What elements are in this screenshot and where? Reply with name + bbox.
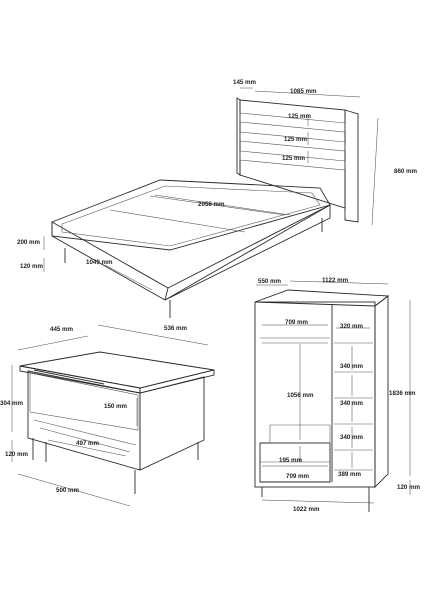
- bed-headboard-width-label: 1085 mm: [290, 88, 317, 95]
- bed-slat-gap-1-label: 125 mm: [288, 113, 312, 120]
- nightstand-base-width-label: 500 mm: [56, 487, 80, 494]
- wardrobe-total-height-label: 1836 mm: [389, 390, 416, 397]
- bed-slat-gap-2-label: 125 mm: [284, 136, 308, 143]
- wardrobe-depth-label: 550 mm: [258, 278, 282, 285]
- nightstand-width-label: 536 mm: [164, 325, 188, 332]
- bed-length-label: 2056 mm: [198, 201, 225, 208]
- wardrobe-shelf-width-label: 320 mm: [340, 323, 364, 330]
- nightstand-drawer-height-label: 150 mm: [104, 403, 128, 410]
- nightstand-drawing: [19, 351, 215, 494]
- bed-drawing: [51, 97, 359, 318]
- wardrobe-base-width-label: 1022 mm: [293, 506, 320, 513]
- wardrobe-shelf-gap-1-label: 340 mm: [340, 363, 364, 370]
- nightstand-depth-label: 445 mm: [50, 326, 74, 333]
- wardrobe-drawing: [254, 289, 390, 512]
- nightstand-shelf-width-label: 497 mm: [76, 440, 100, 447]
- wardrobe-shelf-gap-3-label: 340 mm: [340, 434, 364, 441]
- wardrobe-bottom-shelf-gap-label: 389 mm: [338, 471, 362, 478]
- bed-headboard-depth-label: 145 mm: [233, 79, 257, 86]
- nightstand-leg-height-label: 120 mm: [5, 451, 29, 458]
- bed-dimension-lines: [43, 87, 379, 291]
- wardrobe-drawer-height-label: 195 mm: [279, 457, 303, 464]
- nightstand-dimension-lines: [11, 324, 209, 507]
- wardrobe-leg-height-label: 120 mm: [397, 484, 421, 491]
- nightstand-height-label: 304 mm: [0, 400, 24, 407]
- wardrobe-hanging-height-label: 1056 mm: [287, 392, 314, 399]
- bed-slat-gap-3-label: 125 mm: [282, 155, 306, 162]
- bed-frame-height-label: 200 mm: [17, 239, 41, 246]
- wardrobe-hanging-width-label: 709 mm: [285, 319, 309, 326]
- wardrobe-drawer-width-label: 709 mm: [286, 473, 310, 480]
- bed-leg-height-label: 120 mm: [20, 263, 44, 270]
- wardrobe-width-label: 1122 mm: [322, 277, 349, 284]
- bed-width-label: 1049 mm: [86, 259, 113, 266]
- wardrobe-shelf-gap-2-label: 340 mm: [340, 400, 364, 407]
- wardrobe-dimension-lines: [256, 280, 411, 504]
- bed-headboard-height-label: 860 mm: [394, 168, 418, 175]
